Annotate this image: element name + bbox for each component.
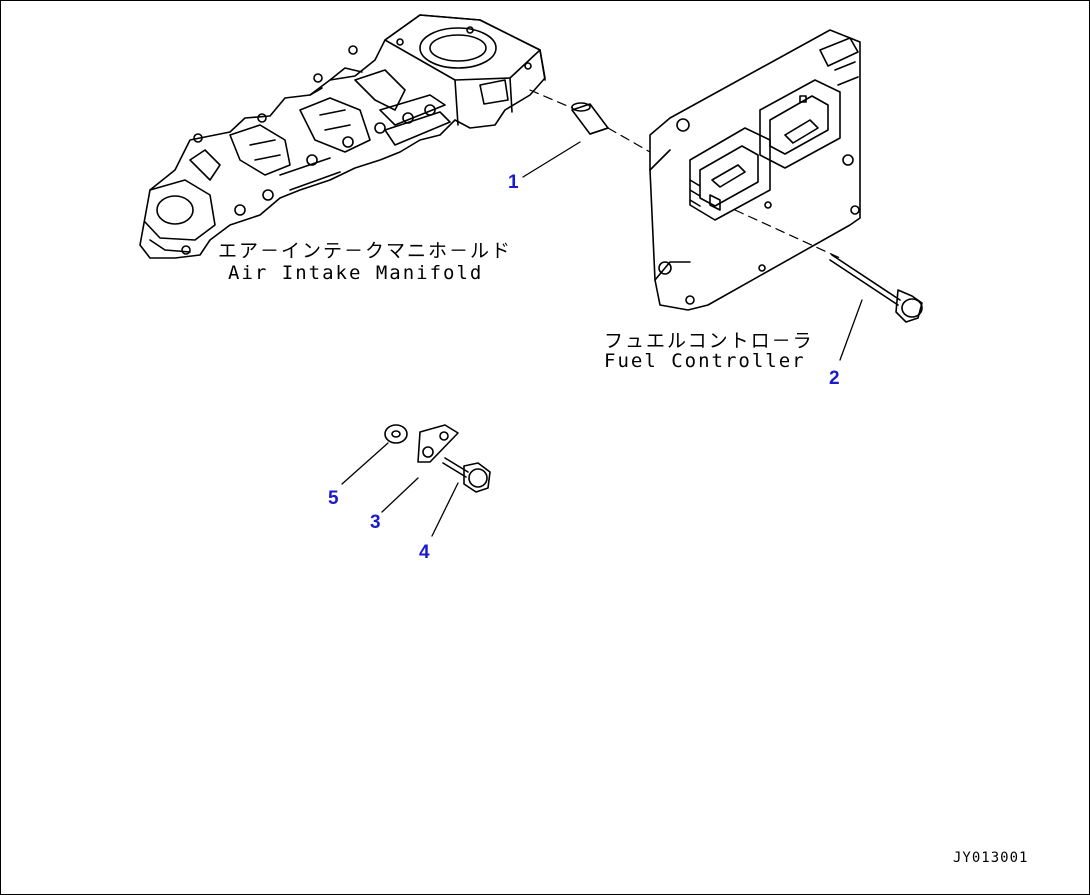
controller-bolt (829, 254, 923, 323)
callout-4: 4 (419, 542, 430, 563)
spacer-part (571, 102, 609, 135)
callout-2: 2 (829, 368, 840, 389)
manifold-label-en: Air Intake Manifold (228, 262, 484, 284)
plate-bolt (442, 457, 491, 493)
plate-part (417, 424, 459, 463)
callout-3: 3 (370, 512, 381, 533)
callout-5: 5 (328, 488, 339, 509)
air-intake-manifold-drawing (139, 14, 546, 259)
washer-part (384, 424, 408, 444)
controller-label-jp: フュエルコントロ－ラ (604, 330, 814, 352)
drawing-code: JY013001 (953, 850, 1029, 866)
manifold-label-jp: エア－インテ－クマニホ－ルド (218, 240, 513, 262)
fuel-controller-drawing (649, 29, 861, 311)
callout-1: 1 (508, 172, 519, 193)
controller-label-en: Fuel Controller (604, 350, 806, 372)
